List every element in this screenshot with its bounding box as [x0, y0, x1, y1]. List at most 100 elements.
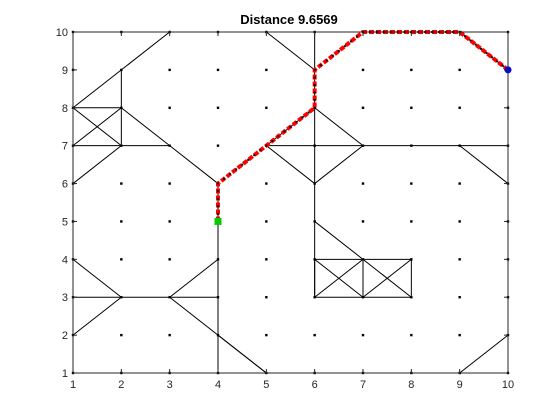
- graph-edge: [169, 145, 219, 184]
- graph-node: [120, 258, 123, 261]
- graph-node: [168, 333, 171, 337]
- graph-edge: [121, 107, 170, 147]
- graph-node: [120, 68, 123, 72]
- path-point: [223, 177, 226, 180]
- path-point: [229, 173, 232, 176]
- path-point: [337, 49, 340, 52]
- graph-node: [265, 258, 268, 261]
- path-point: [464, 35, 467, 38]
- path-point: [217, 182, 219, 185]
- path-point: [325, 59, 328, 62]
- path-point: [217, 205, 219, 208]
- path-point: [313, 106, 316, 109]
- path-point: [313, 91, 316, 94]
- path-point: [253, 154, 256, 157]
- y-tick-label: 9: [62, 65, 68, 77]
- y-tick-label: 10: [56, 27, 68, 39]
- path-point: [313, 76, 316, 79]
- graph-node: [410, 296, 413, 299]
- y-tick-label: 6: [62, 179, 68, 191]
- path-point: [501, 64, 504, 67]
- graph-node: [458, 258, 461, 261]
- graph-node: [120, 296, 123, 299]
- graph-node: [361, 220, 365, 223]
- path-point: [235, 168, 238, 171]
- graph-node: [265, 220, 268, 223]
- plot-area-border: [72, 31, 509, 374]
- x-tick-label: 9: [457, 379, 463, 391]
- path-point: [313, 99, 316, 102]
- graph-edge: [266, 31, 315, 71]
- x-tick-label: 8: [408, 379, 414, 391]
- graph-node: [410, 258, 413, 261]
- graph-node: [265, 106, 268, 109]
- path-point: [241, 163, 244, 166]
- graph-edge: [459, 334, 509, 374]
- x-tick-label: 4: [215, 379, 221, 391]
- x-tick-label: 3: [167, 379, 173, 391]
- graph-edge: [72, 69, 122, 109]
- path-point: [217, 197, 219, 200]
- path-point: [217, 190, 219, 193]
- graph-node: [168, 220, 171, 223]
- graph-edge: [314, 221, 364, 260]
- graph-node: [361, 106, 365, 109]
- graph-node: [410, 68, 413, 72]
- y-tick-label: 8: [62, 103, 68, 115]
- graph-node: [265, 182, 268, 185]
- graph-node: [458, 144, 461, 147]
- graph-node: [216, 68, 220, 72]
- path-point: [319, 64, 322, 67]
- graph-node: [313, 258, 316, 261]
- graph-edge: [169, 258, 219, 298]
- x-tick-label: 1: [70, 379, 76, 391]
- graph-edge: [72, 258, 122, 298]
- graph-node: [168, 296, 171, 299]
- start-marker: [214, 217, 222, 225]
- path-point: [485, 52, 488, 55]
- graph-edge: [459, 145, 509, 184]
- path-point: [289, 125, 292, 128]
- graph-node: [361, 144, 365, 147]
- path-point: [307, 111, 310, 114]
- graph-node: [313, 296, 316, 299]
- path-point: [343, 45, 346, 48]
- graph-node: [313, 144, 316, 147]
- graph-node: [361, 333, 365, 337]
- graph-edge: [314, 258, 364, 298]
- graph-edge: [217, 334, 267, 374]
- y-tick-label: 3: [62, 292, 68, 304]
- graph-node: [216, 144, 220, 147]
- path-point: [217, 212, 219, 215]
- graph-node: [216, 296, 220, 299]
- graph-node: [458, 296, 461, 299]
- path-point: [331, 54, 334, 57]
- y-tick-label: 1: [62, 368, 68, 380]
- graph-node: [120, 144, 123, 147]
- path-point: [313, 68, 316, 71]
- graph-node: [313, 333, 316, 337]
- path-point: [490, 56, 493, 59]
- x-tick-label: 2: [118, 379, 124, 391]
- chart-title: Distance 9.6569: [240, 12, 338, 27]
- x-tick-label: 6: [312, 379, 318, 391]
- graph-edge: [121, 31, 170, 71]
- graph-node: [410, 333, 413, 337]
- graph-node: [265, 333, 268, 337]
- path-point: [496, 60, 499, 63]
- path-point: [301, 116, 304, 119]
- graph-edge: [72, 296, 122, 336]
- x-tick-label: 5: [263, 379, 269, 391]
- y-tick-label: 2: [62, 330, 68, 342]
- graph-node: [265, 68, 268, 72]
- graph-node: [458, 182, 461, 185]
- graph-node: [120, 220, 123, 223]
- graph-node: [458, 106, 461, 109]
- graph-node: [361, 182, 365, 185]
- path-point: [355, 35, 358, 38]
- graph-node: [216, 106, 220, 109]
- y-tick-label: 5: [62, 216, 68, 228]
- graph-node: [458, 220, 461, 223]
